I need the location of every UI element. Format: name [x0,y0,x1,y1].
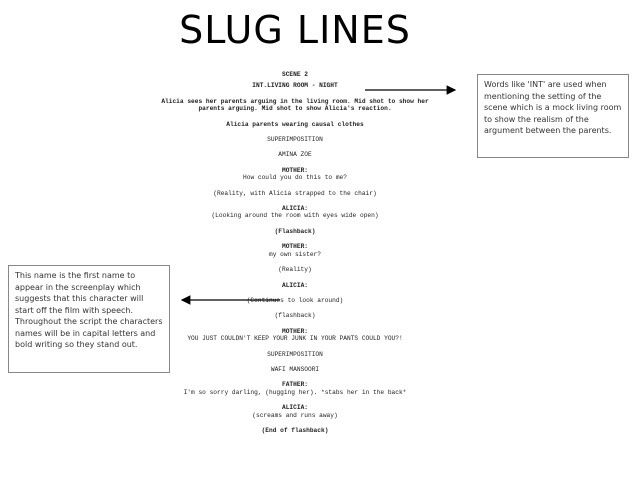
script-line: AMINA ZOE [278,151,312,159]
line-gap [150,274,440,282]
script-line: MOTHER: [282,327,308,335]
slug-line-annotation: Words like 'INT' are used when mentionin… [477,74,629,158]
script-line: (flashback) [274,312,316,320]
line-gap [150,128,440,136]
line-gap [150,373,440,381]
script-line: SUPERIMPOSITION [267,350,323,358]
script-line: (Reality) [278,266,312,274]
line-gap [150,419,440,427]
script-line: (Continues to look around) [246,296,344,304]
script-line: How could you do this to me? [243,174,347,182]
line-gap [150,143,440,151]
script-line: my own sister? [269,250,321,258]
line-gap [150,235,440,243]
script-line: (screams and runs away) [252,411,338,419]
script-line: FATHER: [282,381,308,389]
script-line: INT.LIVING ROOM - NIGHT [252,82,338,90]
script-line: parents arguing. Mid shot to show Alicia… [198,105,392,113]
line-gap [150,320,440,328]
script-line: MOTHER: [282,243,308,251]
script-line: (Flashback) [274,227,316,235]
line-gap [150,358,440,366]
script-line: (End of flashback) [261,426,329,434]
line-gap [150,396,440,404]
line-gap [150,113,440,121]
script-line: (Reality, with Alicia strapped to the ch… [213,189,377,197]
script-line: MOTHER: [282,166,308,174]
script-line: SCENE 2 [282,71,308,78]
character-name-annotation: This name is the first name to appear in… [8,265,170,373]
script-line: ALICIA: [282,205,308,213]
script-line: WAFI MANSOORI [270,365,320,373]
script-line: YOU JUST COULDN'T KEEP YOUR JUNK IN YOUR… [187,335,403,343]
script-line: (Looking around the room with eyes wide … [211,212,379,220]
line-gap [150,289,440,297]
script-line: ALICIA: [282,281,308,289]
page-title: SLUG LINES [179,8,411,52]
line-gap [150,343,440,351]
line-gap [150,182,440,190]
screenplay-excerpt: SCENE 2 INT.LIVING ROOM - NIGHT Alicia see… [150,71,440,434]
script-line: SUPERIMPOSITION [267,136,323,144]
script-line: Alicia parents wearing causal clothes [226,120,364,128]
line-gap [150,197,440,205]
script-line: ALICIA: [282,404,308,412]
line-gap [150,159,440,167]
line-gap [150,90,440,98]
line-gap [150,258,440,266]
line-gap [150,304,440,312]
script-line: Alicia sees her parents arguing in the l… [161,97,429,105]
line-gap [150,220,440,228]
script-line: I'm so sorry darling, (hugging her). *st… [183,388,407,396]
